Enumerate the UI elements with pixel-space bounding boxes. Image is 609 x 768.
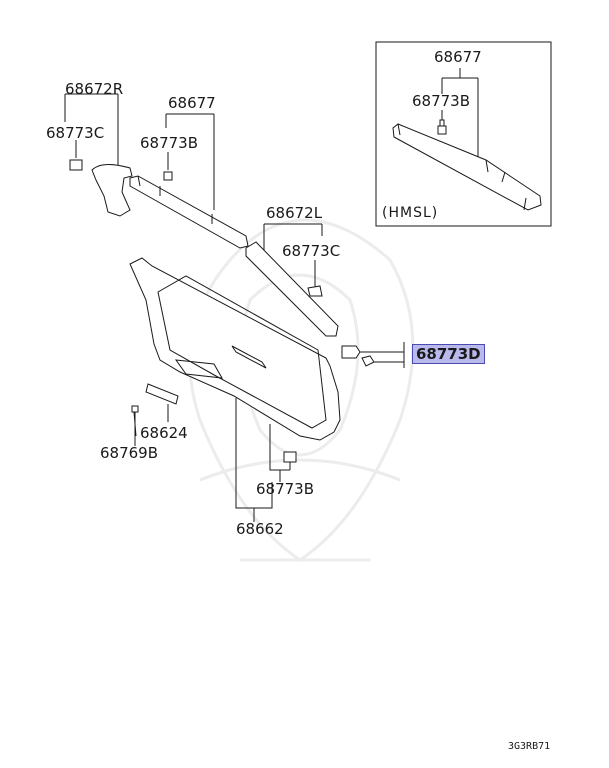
leader-68773D: [360, 342, 405, 368]
leader-68677-inset: [442, 68, 479, 166]
leader-68773B-bottom: [269, 424, 291, 482]
label-68773D[interactable]: 68773D: [412, 344, 485, 364]
label-68773B-bottom: 68773B: [256, 480, 315, 498]
label-68773C-right: 68773C: [282, 242, 341, 260]
label-68769B: 68769B: [100, 444, 159, 462]
label-68773C-left: 68773C: [46, 124, 105, 142]
handle-68624-icon: [145, 383, 179, 405]
leader-68677-main: [165, 113, 215, 210]
pillar-trim-68672R: [91, 164, 133, 217]
clip-68773C-left-icon: [69, 159, 83, 171]
label-hmsl: (HMSL): [382, 205, 439, 221]
leader-68662: [235, 398, 273, 522]
clip-68773D-icon: [341, 345, 361, 359]
label-68677-inset: 68677: [434, 48, 482, 66]
leader-68672R: [64, 93, 119, 170]
label-68672L: 68672L: [266, 204, 323, 222]
clip-68773B-top-icon: [163, 171, 173, 181]
clip-68773C-right-icon: [307, 285, 323, 297]
inset-trim-part: [392, 123, 542, 211]
inset-clip-icon: [437, 119, 447, 135]
figure-code: 3G3RB71: [508, 741, 551, 752]
label-68773B-top: 68773B: [140, 134, 199, 152]
label-68677-main: 68677: [168, 94, 216, 112]
clip-68773B-bottom-icon: [283, 451, 297, 463]
side-trim-68672L: [245, 241, 339, 337]
door-trim-68662: [129, 257, 341, 441]
label-68624: 68624: [140, 424, 188, 442]
label-68773B-inset: 68773B: [412, 92, 471, 110]
hmsl-inset-box: [375, 41, 552, 227]
label-68662: 68662: [236, 520, 284, 538]
upper-trim-68677: [129, 175, 249, 249]
label-68672R: 68672R: [65, 80, 124, 98]
